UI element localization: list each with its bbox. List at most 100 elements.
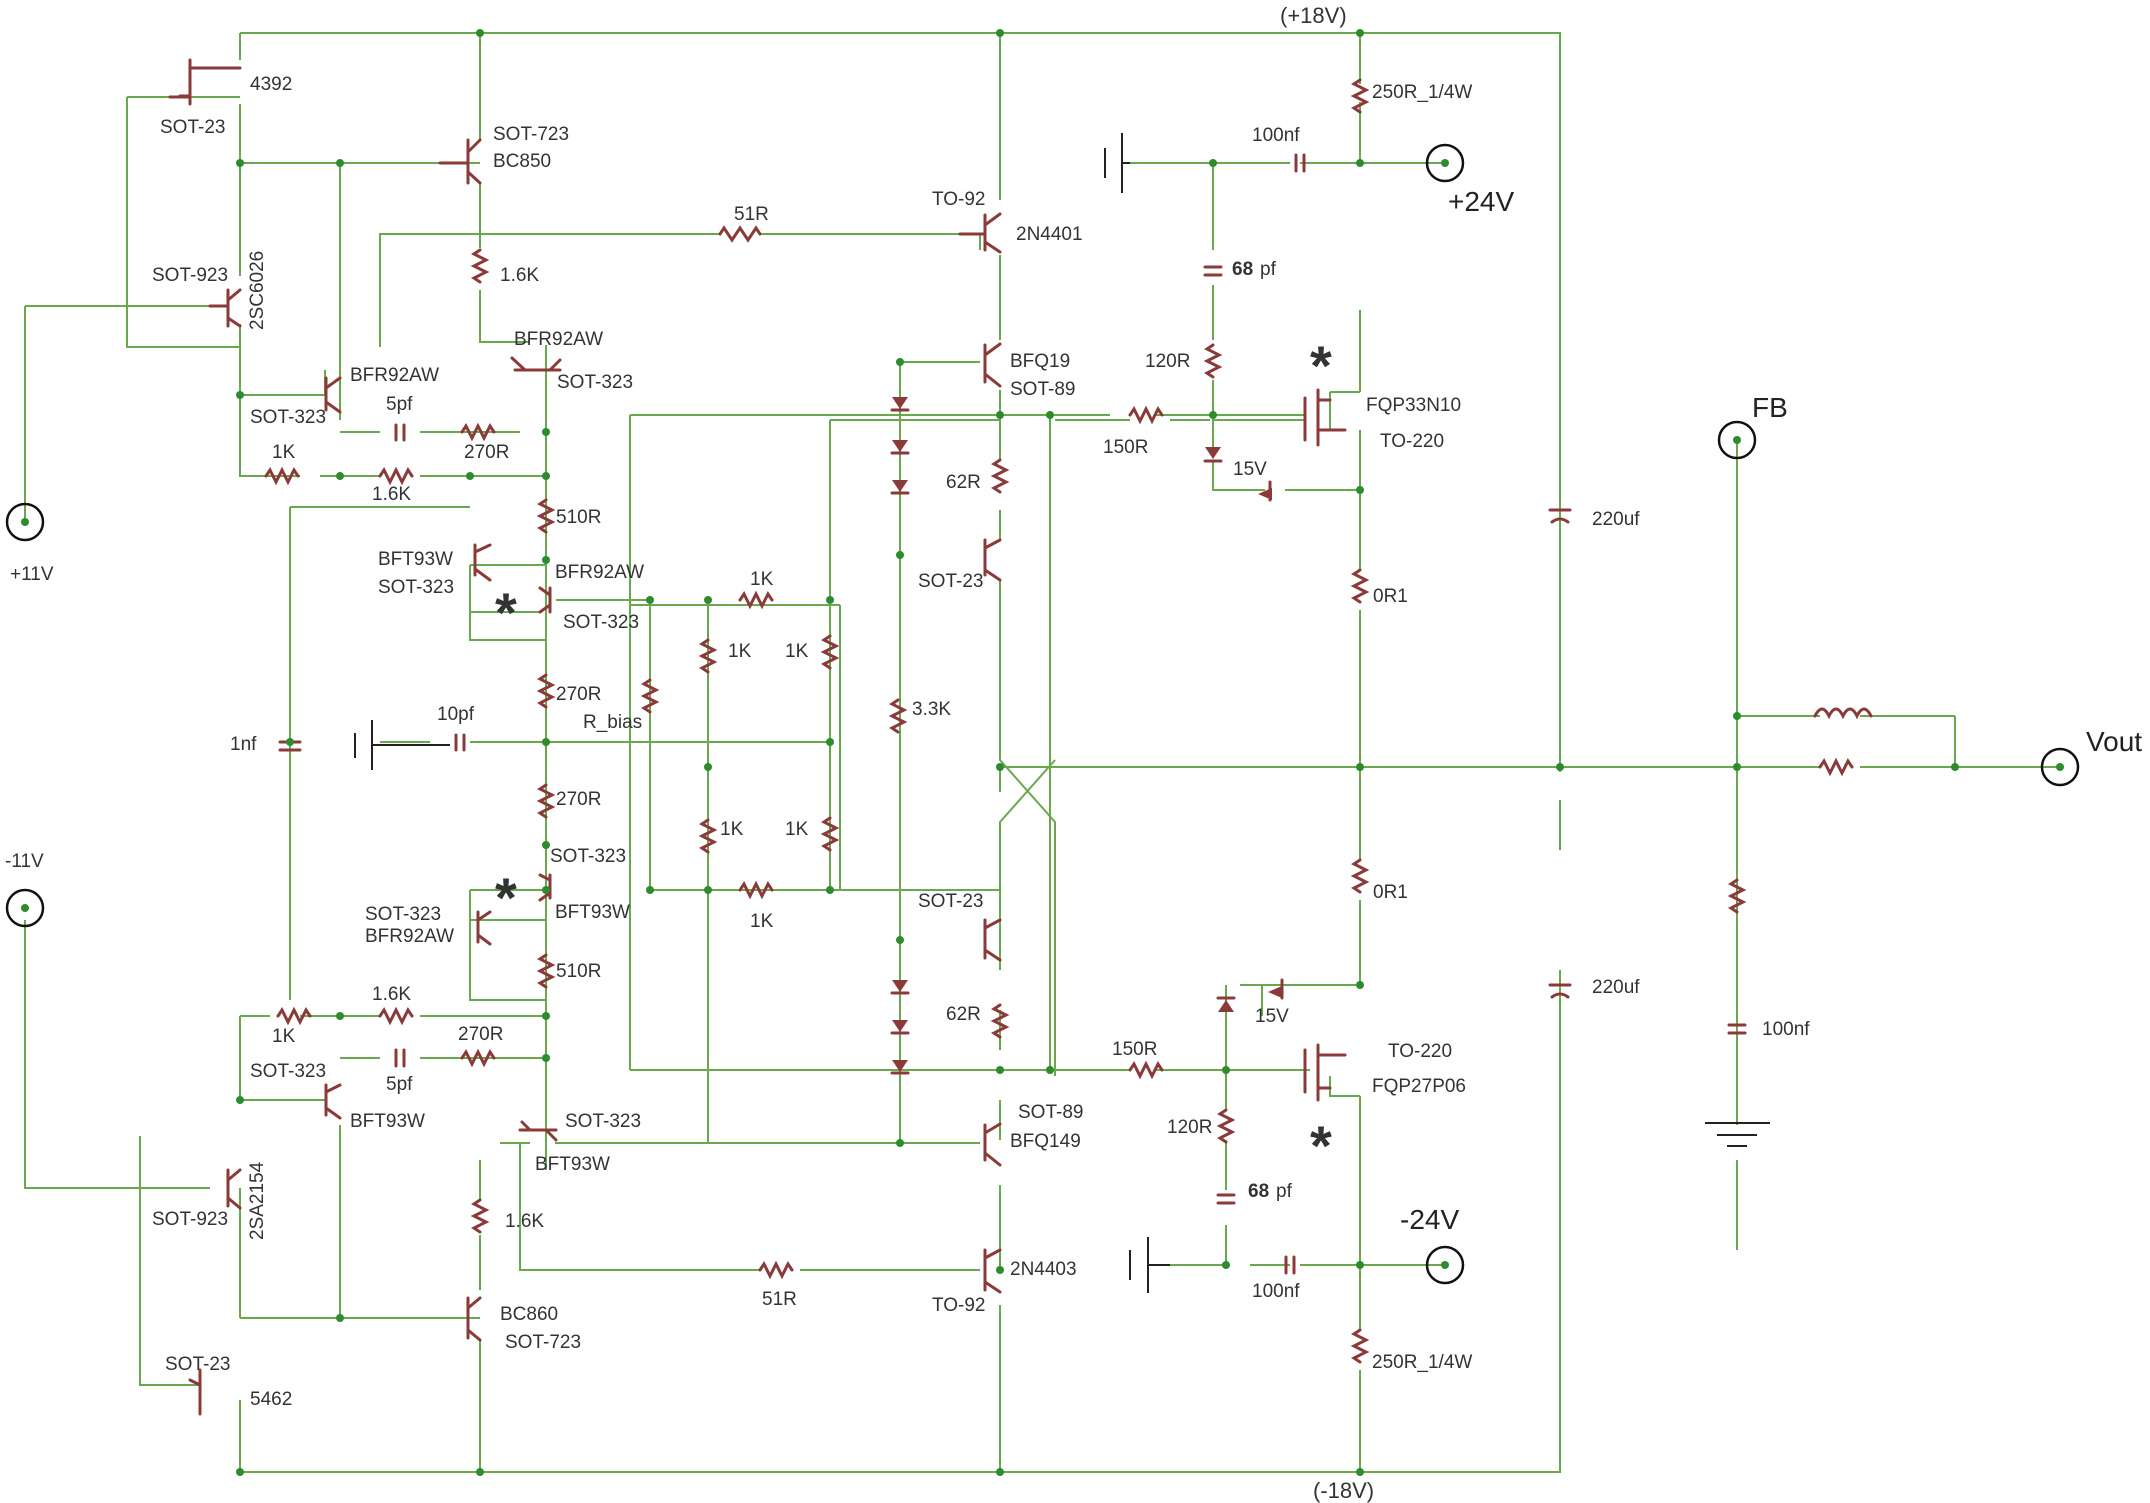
star-mark-3: * (495, 866, 517, 929)
component-label: BC860 (500, 1304, 559, 1325)
component-label: 510R (556, 507, 602, 528)
component-label: 270R (458, 1024, 504, 1045)
component-label: 1K (750, 569, 774, 590)
rail-pos18-label: (+18V) (1280, 3, 1347, 28)
port-m24-label: -24V (1400, 1204, 1460, 1235)
component-label: SOT-923 (152, 265, 229, 286)
component-label: 1.6K (505, 1211, 545, 1232)
component-label: BFQ19 (1010, 351, 1071, 372)
component-label: 120R (1145, 351, 1191, 372)
component-label: 270R (464, 442, 510, 463)
component-label: 0R1 (1373, 882, 1408, 903)
component-label: 1K (720, 819, 744, 840)
component-label: 5pf (386, 1074, 413, 1095)
component-label: pf (1276, 1181, 1292, 1202)
port-fb-label: FB (1752, 392, 1788, 423)
component-label: 150R (1103, 437, 1149, 458)
component-label: SOT-323 (365, 904, 442, 925)
component-label: 2SA2154 (247, 1161, 268, 1240)
component-label: SOT-723 (493, 124, 570, 145)
star-mark-1: * (1310, 334, 1332, 397)
component-label: 1.6K (372, 984, 412, 1005)
component-label: 270R (556, 789, 602, 810)
component-label: 1K (785, 641, 809, 662)
component-label: SOT-23 (160, 117, 226, 138)
component-label: SOT-723 (505, 1332, 582, 1353)
component-label: BC850 (493, 151, 552, 172)
component-label: BFT93W (555, 902, 630, 923)
component-label: 51R (734, 204, 769, 225)
component-label: FQP27P06 (1372, 1076, 1466, 1097)
component-label: BFR92AW (350, 365, 440, 386)
component-label: 68 (1248, 1181, 1270, 1202)
component-label: SOT-23 (918, 571, 984, 592)
component-label: 15V (1255, 1006, 1289, 1027)
component-label: 100nf (1252, 1281, 1300, 1302)
component-label: SOT-323 (378, 577, 455, 598)
component-label: SOT-89 (1010, 379, 1076, 400)
capacitor-symbols (278, 153, 1747, 1275)
component-label: SOT-323 (250, 407, 327, 428)
component-label: 220uf (1592, 977, 1640, 998)
component-label: 510R (556, 961, 602, 982)
component-label: 62R (946, 1004, 981, 1025)
component-label: 5pf (386, 394, 413, 415)
component-label: 3.3K (912, 699, 952, 720)
port-p24-label: +24V (1448, 186, 1515, 217)
component-label: BFR92AW (365, 926, 455, 947)
rail-neg18-label: (-18V) (1313, 1478, 1375, 1503)
component-label: 120R (1167, 1117, 1213, 1138)
inductor-symbol (1813, 707, 1873, 720)
component-label: SOT-323 (550, 846, 627, 867)
junction-dots (236, 29, 1959, 1476)
resistor-symbols (264, 78, 1854, 1364)
port-vout-label: Vout (2086, 726, 2143, 757)
component-label: TO-220 (1388, 1041, 1453, 1062)
component-label: SOT-89 (1018, 1102, 1084, 1123)
component-label: BFR92AW (514, 329, 604, 350)
component-label: 100nf (1252, 125, 1300, 146)
component-label: TO-92 (932, 1295, 986, 1316)
component-label: 1.6K (372, 484, 412, 505)
component-label: 10pf (437, 704, 474, 725)
component-label: 1K (272, 1026, 296, 1047)
component-label: 250R_1/4W (1372, 82, 1473, 103)
component-label: 68 (1232, 259, 1254, 280)
component-label: 150R (1112, 1039, 1158, 1060)
port-symbols (5, 143, 2080, 1285)
component-label: FQP33N10 (1366, 395, 1462, 416)
component-label: 51R (762, 1289, 797, 1310)
component-label: 2N4403 (1010, 1259, 1077, 1280)
component-label: TO-92 (932, 189, 986, 210)
component-label: BFT93W (350, 1111, 425, 1132)
component-label: 1.6K (500, 265, 540, 286)
wires (24, 32, 2060, 1473)
component-label: pf (1260, 259, 1276, 280)
diode-symbols (890, 397, 1284, 1075)
component-label: SOT-323 (565, 1111, 642, 1132)
component-label: 15V (1233, 459, 1267, 480)
star-mark-2: * (495, 581, 517, 644)
component-label: 4392 (250, 74, 293, 95)
component-label: BFQ149 (1010, 1131, 1081, 1152)
component-label: 100nf (1762, 1019, 1810, 1040)
transistor-symbols (168, 58, 1347, 1416)
component-label: BFT93W (378, 549, 453, 570)
component-label: SOT-23 (918, 891, 984, 912)
component-label: SOT-323 (563, 612, 640, 633)
component-label: SOT-323 (557, 372, 634, 393)
component-label: 250R_1/4W (1372, 1352, 1473, 1373)
component-label: SOT-23 (165, 1354, 231, 1375)
component-label: 0R1 (1373, 586, 1408, 607)
component-label: 1K (750, 911, 774, 932)
component-label: 5462 (250, 1389, 293, 1410)
component-label: TO-220 (1380, 431, 1445, 452)
component-label: 62R (946, 472, 981, 493)
component-label: R_bias (583, 712, 643, 733)
ground-symbols (354, 133, 1770, 1293)
component-label: 1K (728, 641, 752, 662)
component-label: 2N4401 (1016, 224, 1083, 245)
component-label: SOT-923 (152, 1209, 229, 1230)
component-label: SOT-323 (250, 1061, 327, 1082)
